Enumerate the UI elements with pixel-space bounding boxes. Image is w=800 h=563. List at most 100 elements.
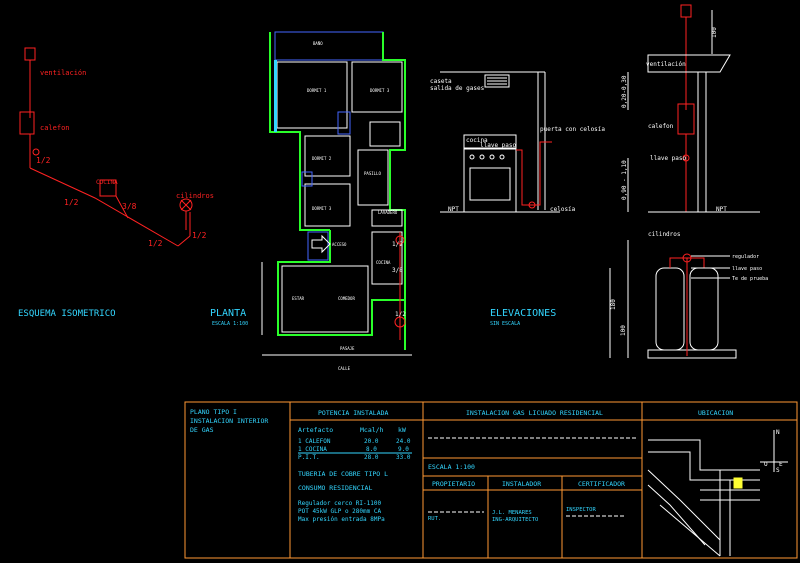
det-dim-top: 100 (711, 27, 718, 38)
tb-row-kw: 24.0 (396, 438, 411, 445)
installation-detail: 100 ventilación 0,20-0,30 calefon llave … (609, 4, 768, 359)
plan-street-label: CALLE (338, 366, 351, 371)
elev-valve-icon (528, 201, 536, 209)
iso-cocina-label: COCINA (96, 179, 118, 186)
plan-diameter-1: 1/2 (392, 241, 403, 248)
plan-steps-3 (307, 231, 329, 261)
elev-celosia-label: celosía (550, 206, 576, 213)
tb-col-mcal: Mcal/h (360, 426, 384, 434)
det-dim-cyl: 100 (620, 325, 627, 336)
det-calefon-label: calefon (648, 123, 674, 130)
det-regulator-icon (682, 253, 692, 263)
compass-south: S (776, 467, 780, 474)
elev-caseta-label: caseta (430, 78, 452, 85)
plan-bano-top (274, 31, 384, 61)
elev-cocina-label: cocina (466, 137, 488, 144)
location-marker-icon (733, 477, 743, 489)
plan-dorm1 (276, 61, 348, 129)
plan-label-passage: PASILLO (364, 171, 381, 176)
floor-plan: BAÑO DORMIT 1 DORMIT 3 DORMIT 2 DORMIT 3… (210, 31, 412, 371)
plan-dorm-right (351, 61, 403, 113)
elev-gas-pipe (516, 141, 552, 206)
plan-estar-comedor (281, 265, 369, 333)
plan-label-lavadero: LAVADERO (378, 210, 398, 215)
plan-label-comedor: COMEDOR (338, 296, 355, 301)
iso-main-pipe (29, 167, 179, 247)
tb-row-name: P.I.T. (298, 454, 320, 461)
tb-regulador-3: Max presión entrada 8MPa (298, 516, 385, 523)
tb-escala: ESCALA 1:100 (428, 463, 475, 471)
iso-title: ESQUEMA ISOMETRICO (18, 309, 116, 319)
plan-wall-bottom (277, 230, 405, 336)
iso-calefon (19, 111, 35, 135)
plan-cocina (371, 231, 403, 285)
elev-vent-grille (484, 74, 510, 88)
det-dim-lower: 0,90 - 1,10 (621, 160, 628, 200)
tb-tuberia: TUBERIA DE COBRE TIPO L (298, 470, 388, 478)
title-block-border (184, 401, 798, 559)
plan-label-bano-top: BAÑO (313, 41, 323, 46)
det-chimney-cap (680, 4, 692, 18)
title-block: PLANO TIPO I INSTALACION INTERIOR DE GAS… (184, 401, 798, 559)
tb-project-header: INSTALACION GAS LICUADO RESIDENCIAL (466, 409, 603, 417)
tb-potencia-header: POTENCIA INSTALADA (318, 409, 389, 417)
det-ventilacion-label: ventilación (646, 61, 686, 68)
compass-north: N (776, 429, 780, 436)
iso-valve-icon (32, 148, 40, 156)
tb-row-mcal: 28.0 (364, 454, 379, 461)
tb-consumo: CONSUMO RESIDENCIAL (298, 484, 372, 492)
tb-row-name: 1 COCINA (298, 446, 327, 453)
tb-regulador-1: Regulador cerco RI-1100 (298, 500, 381, 507)
entrance-arrow-icon (311, 234, 331, 254)
elevations: caseta salida de gases cocina llave paso… (430, 71, 605, 327)
det-dim-upper: 0,20-0,30 (621, 75, 628, 108)
tb-row-name: 1 CALEFON (298, 438, 331, 445)
tb-regulador-2: POT 45kW GLP o 280mm CA (298, 508, 381, 515)
plan-window-left (274, 60, 277, 132)
iso-diameter-3: 3/8 (122, 202, 137, 211)
iso-cilindros-label: cilindros (176, 192, 214, 200)
compass-east: E (779, 461, 783, 468)
plan-diameter-3: 1/2 (395, 311, 406, 318)
plan-cylinder-icon (394, 316, 406, 328)
det-cylinder-1 (655, 267, 685, 351)
iso-cocina-box (99, 179, 117, 197)
det-valve-icon (682, 154, 690, 162)
tb-plan-title-2: INSTALACION INTERIOR (190, 417, 268, 425)
iso-diameter-4: 1/2 (148, 239, 163, 248)
tb-propietario: PROPIETARIO (432, 480, 475, 488)
elev-npt-label: NPT (448, 206, 459, 213)
det-llave2-label: llave paso (732, 266, 762, 272)
elev-stove-backsplash (463, 134, 517, 150)
elev-title: ELEVACIONES (490, 308, 556, 319)
tb-col-artefacto: Artefacto (298, 426, 333, 434)
elev-subtitle: SIN ESCALA (490, 321, 520, 327)
det-dim-total: 180 (610, 299, 617, 310)
det-cylinder-base (647, 349, 737, 359)
plan-steps-1 (337, 111, 351, 135)
plan-label-cocina: COCINA (376, 260, 391, 265)
plan-label-dorm1: DORMIT 1 (307, 88, 327, 93)
det-cilindros-label: cilindros (648, 231, 681, 238)
tb-certificador: CERTIFICADOR (578, 480, 625, 488)
tb-instalador: INSTALADOR (502, 480, 541, 488)
tb-plan-title-3: DE GAS (190, 426, 214, 434)
tb-rut: RUT. (428, 516, 441, 522)
plan-side-label: PASAJE (340, 346, 355, 351)
isometric-scheme: ventilación calefon COCINA cilindros 1/2… (18, 47, 214, 319)
tb-col-kw: kW (398, 426, 406, 434)
plan-label-acceso: ACCESO (332, 242, 347, 247)
iso-diameter-1: 1/2 (36, 156, 51, 165)
plan-dorm3 (304, 183, 351, 227)
plan-valve-icon (395, 235, 405, 245)
tb-row-kw: 9.0 (398, 446, 409, 453)
elev-puerta-label: puerta con celosía (540, 126, 605, 133)
elev-salida-label: salida de gases (430, 85, 485, 92)
det-te-label: Te de prueba (732, 276, 768, 282)
iso-diameter-2: 1/2 (64, 198, 79, 207)
tb-instalador-name-2: ING-ARQUITECTO (492, 517, 538, 523)
plan-label-estar: ESTAR (292, 296, 305, 301)
tb-row-mcal: 8.0 (366, 446, 377, 453)
plan-passage (357, 149, 389, 206)
